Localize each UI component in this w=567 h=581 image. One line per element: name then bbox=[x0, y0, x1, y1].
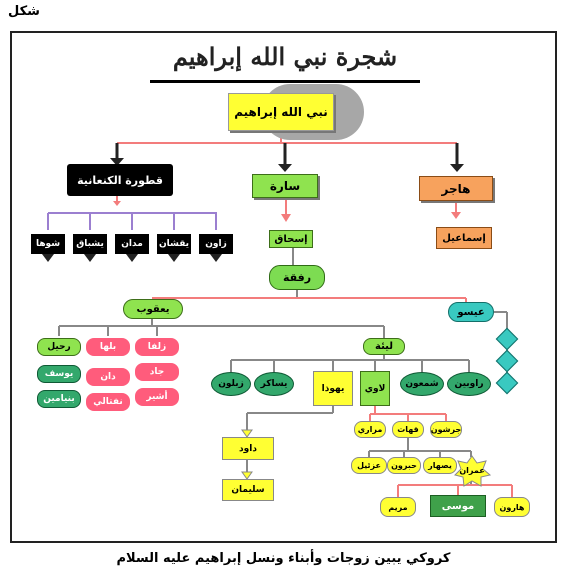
son-binyamin: بنيامين bbox=[37, 390, 81, 408]
prophet-musa: موسى bbox=[430, 495, 486, 517]
son-issachar: يساكر bbox=[254, 372, 294, 396]
son-dan: دان bbox=[86, 368, 130, 386]
arrowhead bbox=[84, 254, 96, 262]
arrowhead bbox=[113, 201, 121, 206]
son-ishaq: إسحاق bbox=[269, 230, 313, 248]
qatura-son: يقشان bbox=[157, 234, 191, 254]
son-hebron: حبرون bbox=[387, 457, 421, 474]
son-gad: جاد bbox=[135, 363, 179, 381]
figure-label: شكل bbox=[8, 4, 40, 19]
arrowhead bbox=[168, 254, 180, 262]
son-asher: أشير bbox=[135, 388, 179, 406]
son-reuben: راوبين bbox=[447, 372, 491, 396]
son-yusuf: يوسف bbox=[37, 365, 81, 383]
wife-bilha: بلها bbox=[86, 338, 130, 356]
son-kohath: قهات bbox=[392, 421, 424, 438]
arrowhead bbox=[278, 164, 292, 172]
title-underline bbox=[150, 80, 420, 83]
son-izhar: يصهار bbox=[423, 457, 457, 474]
wife-qatura: قطورة الكنعانية bbox=[67, 164, 173, 196]
arrowhead bbox=[451, 212, 461, 219]
star-badge bbox=[454, 455, 492, 487]
arrowhead bbox=[450, 164, 464, 172]
son-yahuda: يهوذا bbox=[313, 371, 353, 406]
son-yaqub: يعقوب bbox=[123, 299, 183, 319]
king-sulayman: سليمان bbox=[222, 479, 274, 501]
son-merari: مراري bbox=[354, 421, 386, 438]
daughter-maryam: مريم bbox=[380, 497, 416, 517]
king-dawud: داود bbox=[222, 437, 274, 460]
arrowhead bbox=[42, 254, 54, 262]
wife-zilpa: زلفا bbox=[135, 338, 179, 356]
son-gershon: جرشون bbox=[430, 421, 462, 438]
son-amram: عمران bbox=[459, 465, 485, 475]
arrowhead bbox=[110, 158, 124, 166]
son-shimon: شمعون bbox=[400, 372, 444, 396]
qatura-son: مدان bbox=[115, 234, 149, 254]
wife-sara: سارة bbox=[252, 174, 318, 198]
wife-rifqa: رفقة bbox=[269, 265, 325, 290]
son-uzziel: عزئيل bbox=[351, 457, 387, 474]
qatura-son: زاون bbox=[199, 234, 233, 254]
son-lawi: لاوي bbox=[360, 371, 390, 406]
prophet-harun: هارون bbox=[494, 497, 530, 517]
root-node: نبي الله إبراهيم bbox=[228, 93, 334, 131]
wife-rachel: رحيل bbox=[37, 338, 81, 356]
qatura-son: يشباق bbox=[73, 234, 107, 254]
qatura-son: شوها bbox=[31, 234, 65, 254]
arrowhead bbox=[281, 214, 291, 222]
figure-caption: كروكي يبين زوجات وأبناء ونسل إبراهيم علي… bbox=[116, 551, 451, 566]
arrowhead bbox=[241, 471, 253, 480]
arrowhead bbox=[126, 254, 138, 262]
wife-hajar: هاجر bbox=[419, 176, 493, 201]
son-esau: عيسو bbox=[448, 302, 494, 322]
diagram-title: شجرة نبي الله إبراهيم bbox=[172, 42, 398, 71]
son-zabulon: زبلون bbox=[211, 372, 251, 396]
wife-leah: ليئة bbox=[363, 338, 405, 355]
arrowhead bbox=[241, 429, 253, 438]
arrowhead bbox=[210, 254, 222, 262]
son-naftali: نفتالي bbox=[86, 393, 130, 411]
son-ismail: إسماعيل bbox=[436, 227, 492, 249]
